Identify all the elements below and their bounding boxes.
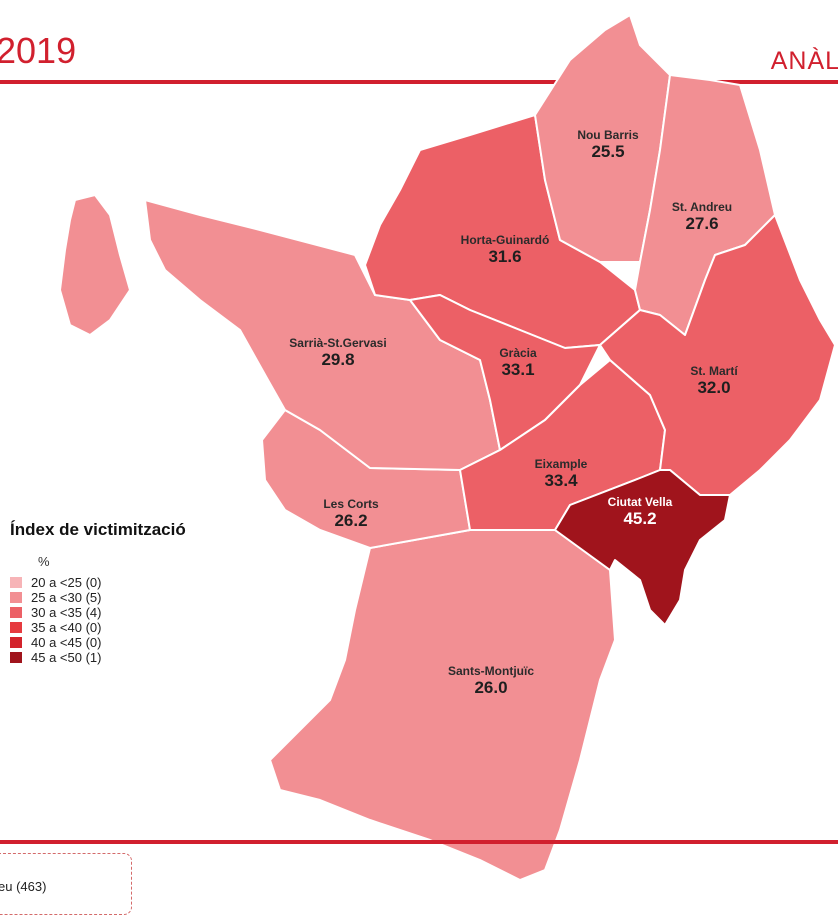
district-name-label: St. Martí	[690, 364, 738, 378]
header-section: ANÀLI	[770, 47, 838, 75]
district-value-label: 33.1	[501, 360, 534, 379]
district-name-label: Horta-Guinardó	[461, 233, 550, 247]
legend-label: 40 a <45 (0)	[31, 635, 102, 650]
legend-swatch	[10, 592, 22, 603]
legend-item: 45 a <50 (1)	[10, 650, 186, 665]
district-value-label: 33.4	[544, 471, 578, 490]
legend-label: 45 a <50 (1)	[31, 650, 102, 665]
legend-label: 25 a <30 (5)	[31, 590, 102, 605]
district-name-label: Ciutat Vella	[608, 495, 673, 509]
district-name-label: Eixample	[535, 457, 588, 471]
district-name-label: Sarrià-St.Gervasi	[289, 336, 386, 350]
district-value-label: 26.0	[474, 678, 507, 697]
district-name-label: Les Corts	[323, 497, 379, 511]
legend-item: 30 a <35 (4)	[10, 605, 186, 620]
legend-item: 40 a <45 (0)	[10, 635, 186, 650]
note-text: eu (463)	[0, 879, 47, 894]
legend-swatch	[10, 607, 22, 618]
header-year: 2019	[0, 30, 77, 71]
district-name-label: Nou Barris	[577, 128, 639, 142]
legend-list: 20 a <25 (0) 25 a <30 (5) 30 a <35 (4) 3…	[10, 575, 186, 665]
district-name-label: Sants-Montjuïc	[448, 664, 534, 678]
legend-swatch	[10, 622, 22, 633]
district-value-label: 26.2	[334, 511, 367, 530]
bottom-rule	[0, 840, 838, 844]
legend-title: Índex de victimització	[10, 520, 186, 539]
legend-unit: %	[38, 554, 50, 569]
district-name-label: St. Andreu	[672, 200, 732, 214]
legend-item: 20 a <25 (0)	[10, 575, 186, 590]
district-value-label: 29.8	[321, 350, 354, 369]
legend-label: 20 a <25 (0)	[31, 575, 102, 590]
district-ciutat-vella[interactable]	[554, 469, 731, 626]
legend-item: 25 a <30 (5)	[10, 590, 186, 605]
legend-label: 35 a <40 (0)	[31, 620, 102, 635]
legend-swatch	[10, 652, 22, 663]
map-legend: Índex de victimització % 20 a <25 (0) 25…	[10, 520, 186, 665]
top-rule	[0, 80, 838, 84]
district-st-marti[interactable]	[599, 214, 836, 496]
district-value-label: 45.2	[623, 509, 656, 528]
legend-swatch	[10, 577, 22, 588]
district-value-label: 31.6	[488, 247, 521, 266]
district-value-label: 25.5	[591, 142, 624, 161]
legend-item: 35 a <40 (0)	[10, 620, 186, 635]
legend-swatch	[10, 637, 22, 648]
district-value-label: 27.6	[685, 214, 718, 233]
district-value-label: 32.0	[697, 378, 730, 397]
legend-label: 30 a <35 (4)	[31, 605, 102, 620]
district-sarria-enclave[interactable]	[59, 194, 131, 336]
district-sants-montjuic[interactable]	[269, 529, 616, 881]
district-name-label: Gràcia	[499, 346, 537, 360]
